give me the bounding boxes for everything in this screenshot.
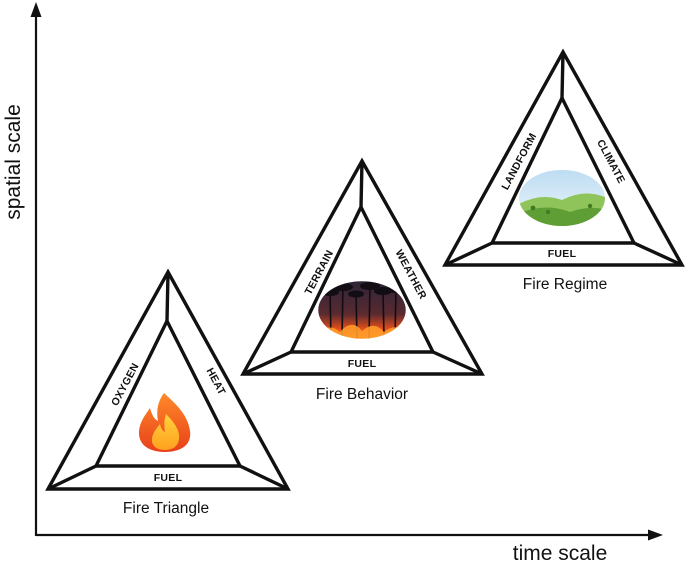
spoke-right (432, 350, 483, 376)
forest-fire-image (318, 281, 406, 339)
side-label-bottom: FUEL (548, 248, 577, 260)
spoke-left (242, 350, 292, 376)
spoke-top (359, 160, 364, 208)
caption-fire-behavior: Fire Behavior (316, 386, 408, 403)
flame-icon (138, 393, 191, 452)
spoke-top (560, 51, 565, 99)
spoke-right (239, 464, 289, 491)
outer-triangle (45, 268, 291, 491)
side-label-bottom: FUEL (348, 358, 377, 370)
axes: spatial scale time scale (2, 2, 663, 565)
x-axis-label: time scale (513, 542, 608, 565)
outer-triangle (442, 48, 685, 267)
triangle-fire-triangle: OXYGEN HEAT FUEL Fire Triangle (45, 268, 291, 517)
inner-triangle (489, 94, 637, 245)
triangle-fire-behavior: TERRAIN WEATHER FUEL Fi (240, 157, 485, 403)
inner-triangle (288, 203, 436, 354)
caption-fire-triangle: Fire Triangle (123, 500, 209, 517)
inner-triangle (93, 317, 243, 468)
triangle-fire-regime: LANDFORM CLIMATE FUEL Fire Regime (442, 48, 685, 293)
spoke-right (633, 241, 683, 267)
spoke-left (47, 464, 97, 491)
x-axis-arrowhead (648, 529, 663, 541)
caption-fire-regime: Fire Regime (523, 276, 607, 293)
y-axis-label: spatial scale (2, 104, 25, 220)
y-axis-arrowhead (30, 2, 42, 17)
outer-triangle (240, 157, 485, 376)
side-label-bottom: FUEL (154, 472, 183, 484)
spoke-top (165, 271, 170, 322)
spoke-left (444, 241, 493, 267)
